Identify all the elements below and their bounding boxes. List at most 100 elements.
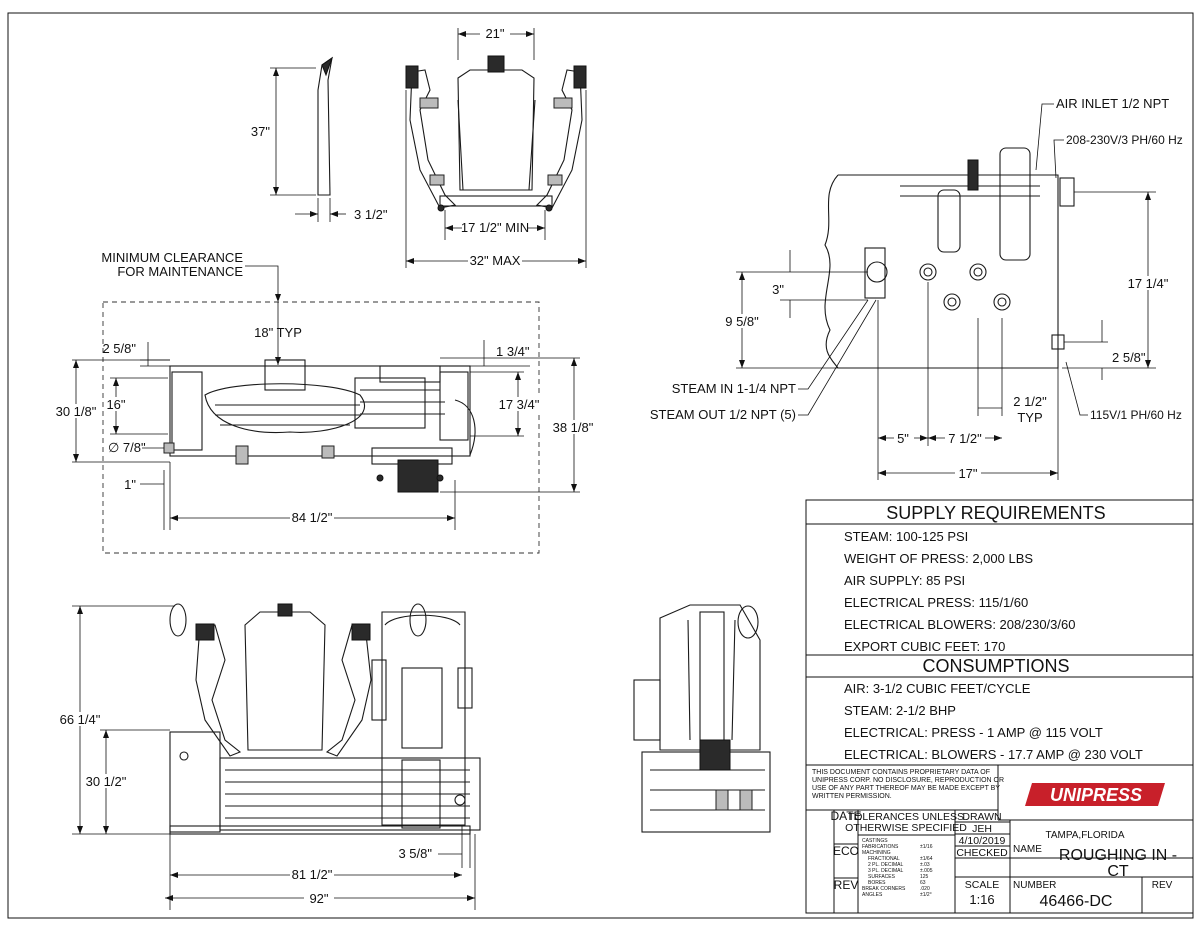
right-clamp-arm (535, 69, 583, 209)
dim-top-height: 37" (251, 124, 270, 139)
dim-side-3: 3" (772, 282, 784, 297)
dim-side-typ: TYP (1017, 410, 1042, 425)
sheet-border (7, 12, 1194, 919)
tolerance-rows: CASTINGS FABRICATIONS ±1/16 MACHINING FR… (862, 838, 933, 898)
tol-row-label: FRACTIONAL (868, 856, 900, 862)
dim-front-81-1-2: 81 1/2" (292, 867, 333, 882)
front-left-cabinet (169, 731, 221, 833)
scale-label: SCALE (965, 879, 999, 891)
drawing-name-line2: CT (1107, 863, 1129, 880)
dim-plan-30-1-8: 30 1/8" (56, 404, 97, 419)
tol-row-value: 125 (920, 874, 929, 880)
drawn-date: 4/10/2019 (959, 835, 1006, 847)
side-utility-view: AIR INLET 1/2 NPT 208-230V/3 PH/60 Hz 17… (650, 96, 1183, 481)
tol-row-label: 3 PL. DECIMAL (868, 868, 904, 874)
dim-front-30-1-2: 30 1/2" (86, 774, 127, 789)
dim-side-17-1-4: 17 1/4" (1128, 276, 1169, 291)
supply-item: STEAM: 100-125 PSI (844, 529, 968, 544)
unipress-logo-badge (1025, 783, 1165, 806)
rev-column-label: REV (1152, 880, 1173, 891)
number-label: NUMBER (1013, 880, 1056, 891)
supply-item: EXPORT CUBIC FEET: 170 (844, 639, 1005, 654)
tol-row-value: ±1/64 (920, 856, 933, 862)
disclaimer-line: UNIPRESS CORP. NO DISCLOSURE, REPRODUCTI… (812, 777, 1004, 784)
dim-plan-38-1-8: 38 1/8" (553, 420, 594, 435)
drawing-number: 46466-DC (1040, 893, 1113, 910)
dim-front-3-5-8: 3 5/8" (398, 846, 432, 861)
tol-row-label: SURFACES (868, 874, 896, 880)
disclaimer-line: USE OF ANY PART THEREOF MAY BE MADE EXCE… (812, 785, 1000, 792)
tol-row-value: ±1/2° (920, 892, 932, 898)
tol-row-label: 2 PL. DECIMAL (868, 862, 904, 868)
callout-steam-out: STEAM OUT 1/2 NPT (5) (650, 407, 796, 422)
supply-item: ELECTRICAL BLOWERS: 208/230/3/60 (844, 617, 1075, 632)
plan-view: MINIMUM CLEARANCE FOR MAINTENANCE 18" TY… (54, 250, 596, 554)
tol-row-value: ±.03 (920, 862, 930, 868)
dim-plan-1-3-4: 1 3/4" (496, 344, 530, 359)
scale-value: 1:16 (969, 892, 994, 907)
supply-item: AIR SUPPLY: 85 PSI (844, 573, 965, 588)
name-label: NAME (1013, 844, 1042, 855)
dim-front-92: 92" (309, 891, 328, 906)
dim-plan-16: 16" (106, 397, 125, 412)
dim-front-66-1-4: 66 1/4" (60, 712, 101, 727)
rev-label: REV (834, 878, 859, 892)
consumption-item: AIR: 3-1/2 CUBIC FEET/CYCLE (844, 681, 1031, 696)
dim-plan-diameter: ∅ 7/8" (108, 440, 146, 455)
tol-row-label: ANGLES (862, 892, 883, 898)
dim-top-max: 32" MAX (470, 253, 521, 268)
unipress-logo: UNIPRESS (1050, 785, 1142, 805)
air-filter-2 (999, 147, 1031, 261)
disclaimer-line: WRITTEN PERMISSION. (812, 793, 892, 800)
dim-plan-17-3-4: 17 3/4" (499, 397, 540, 412)
dim-side-2-1-2: 2 1/2" (1013, 394, 1047, 409)
consumption-item: ELECTRICAL: BLOWERS - 17.7 AMP @ 230 VOL… (844, 747, 1143, 762)
supply-item: WEIGHT OF PRESS: 2,000 LBS (844, 551, 1033, 566)
checked-label: CHECKED (956, 847, 1008, 859)
tol-row-value: ±1/16 (920, 844, 933, 850)
supply-requirements-table: SUPPLY REQUIREMENTS STEAM: 100-125 PSI W… (805, 499, 1194, 766)
drawn-by: JEH (972, 823, 992, 835)
front-right-frame (381, 611, 466, 826)
buck-side-profile (317, 56, 333, 196)
dim-plan-2-5-8: 2 5/8" (102, 341, 136, 356)
drawing-name-line1: ROUGHING IN - (1059, 847, 1177, 864)
consumptions-heading: CONSUMPTIONS (922, 656, 1069, 676)
dim-top-width: 21" (485, 26, 504, 41)
tol-row-label: CASTINGS (862, 838, 888, 844)
tol-row-label: BREAK CORNERS (862, 886, 906, 892)
supply-heading: SUPPLY REQUIREMENTS (886, 503, 1105, 523)
buck-body (457, 69, 535, 191)
dim-side-2-5-8: 2 5/8" (1112, 350, 1146, 365)
front-base (219, 757, 481, 831)
front-view: 66 1/4" 30 1/2" 3 5/8" 81 1/2" 92" (58, 603, 481, 910)
tol-row-value: .020 (920, 886, 930, 892)
callout-115v: 115V/1 PH/60 Hz (1090, 408, 1182, 422)
dim-plan-1: 1" (124, 477, 136, 492)
side-enclosure (838, 174, 1059, 369)
end-view (633, 604, 771, 833)
disclaimer-line: THIS DOCUMENT CONTAINS PROPRIETARY DATA … (812, 769, 990, 776)
air-filter-1 (937, 189, 961, 253)
dim-top-thickness: 3 1/2" (354, 207, 388, 222)
callout-air-inlet: AIR INLET 1/2 NPT (1056, 96, 1169, 111)
front-buck (244, 611, 326, 751)
date-label: DATE (830, 809, 861, 823)
top-view-buck: 37" 3 1/2" 21" (251, 26, 587, 268)
tol-row-value: ±.005 (920, 868, 933, 874)
callout-steam-in: STEAM IN 1-1/4 NPT (672, 381, 796, 396)
dim-18-typ: 18" TYP (254, 325, 302, 340)
drawn-label: DRAWN (962, 811, 1001, 823)
min-clearance-line2: FOR MAINTENANCE (117, 264, 243, 279)
dim-side-7-1-2: 7 1/2" (948, 431, 982, 446)
tol-row-label: BORES (868, 880, 886, 886)
left-clamp-arm (409, 69, 457, 209)
tol-row-label: MACHINING (862, 850, 891, 856)
tolerances-line1: TOLERANCES UNLESS (848, 811, 964, 823)
dim-plan-84-1-2: 84 1/2" (292, 510, 333, 525)
tol-row-value: 63 (920, 880, 926, 886)
supply-item: ELECTRICAL PRESS: 115/1/60 (844, 595, 1028, 610)
dim-side-5: 5" (897, 431, 909, 446)
eco-label: ECO (833, 844, 859, 858)
